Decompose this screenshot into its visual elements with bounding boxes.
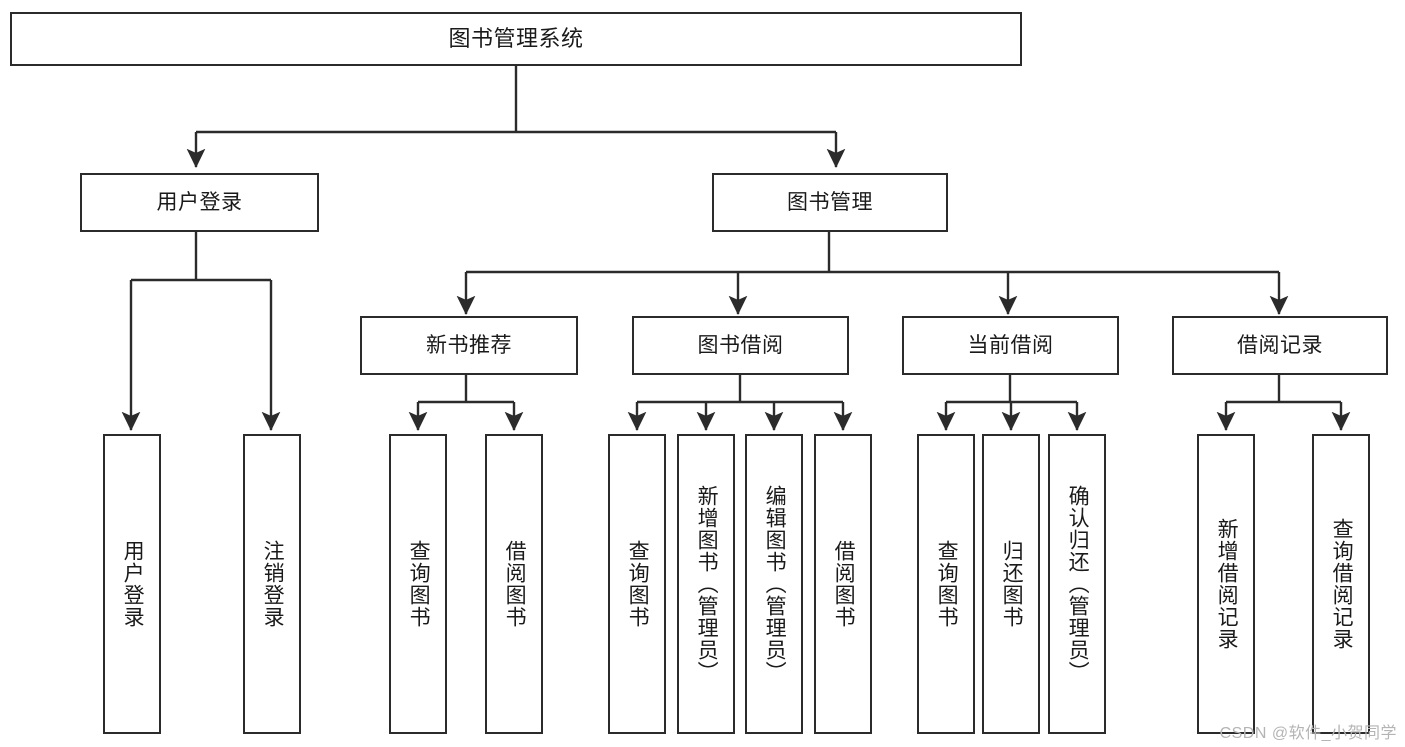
node-user-login[interactable]: 用户登录 [80,173,319,232]
leaf-current-confirm-return-admin[interactable]: 确认归还（管理员） [1048,434,1106,734]
node-label: 借阅记录 [1237,333,1323,357]
leaf-record-add-borrowing-record[interactable]: 新增借阅记录 [1197,434,1255,734]
node-label: 查询图书 [626,540,650,628]
node-label: 归还图书 [1000,540,1024,628]
leaf-borrowing-add-book-admin[interactable]: 新增图书（管理员） [677,434,735,734]
node-root-book-management-system[interactable]: 图书管理系统 [10,12,1022,66]
leaf-borrowing-borrow-book[interactable]: 借阅图书 [814,434,872,734]
node-borrowing-record[interactable]: 借阅记录 [1172,316,1388,375]
leaf-record-query-borrowing-record[interactable]: 查询借阅记录 [1312,434,1370,734]
node-label: 用户登录 [121,540,145,628]
leaf-borrowing-edit-book-admin[interactable]: 编辑图书（管理员） [745,434,803,734]
node-label: 注销登录 [261,540,285,628]
leaf-recommendation-borrow-book[interactable]: 借阅图书 [485,434,543,734]
node-label: 借阅图书 [503,540,527,628]
node-label: 当前借阅 [967,333,1054,357]
leaf-current-query-book[interactable]: 查询图书 [917,434,975,734]
leaf-recommendation-query-book[interactable]: 查询图书 [389,434,447,734]
node-label: 编辑图书（管理员） [763,485,787,683]
node-label: 图书借阅 [697,333,784,357]
node-label: 新增图书（管理员） [695,485,719,683]
leaf-borrowing-query-book[interactable]: 查询图书 [608,434,666,734]
leaf-user-logout[interactable]: 注销登录 [243,434,301,734]
node-label: 新增借阅记录 [1215,518,1239,650]
leaf-user-login[interactable]: 用户登录 [103,434,161,734]
node-label: 确认归还（管理员） [1066,485,1090,683]
node-book-management[interactable]: 图书管理 [712,173,948,232]
node-label: 借阅图书 [832,540,856,628]
node-label: 查询借阅记录 [1330,518,1354,650]
node-label: 图书管理 [787,190,873,214]
node-label: 新书推荐 [426,333,512,357]
node-label: 查询图书 [407,540,431,628]
node-label: 用户登录 [156,190,243,214]
node-label: 图书管理系统 [448,25,584,51]
leaf-current-return-book[interactable]: 归还图书 [982,434,1040,734]
node-current-borrowing[interactable]: 当前借阅 [902,316,1119,375]
node-new-book-recommendation[interactable]: 新书推荐 [360,316,578,375]
csdn-watermark: CSDN @软件_小贺同学 [1219,725,1397,742]
node-label: 查询图书 [935,540,959,628]
node-book-borrowing[interactable]: 图书借阅 [632,316,849,375]
